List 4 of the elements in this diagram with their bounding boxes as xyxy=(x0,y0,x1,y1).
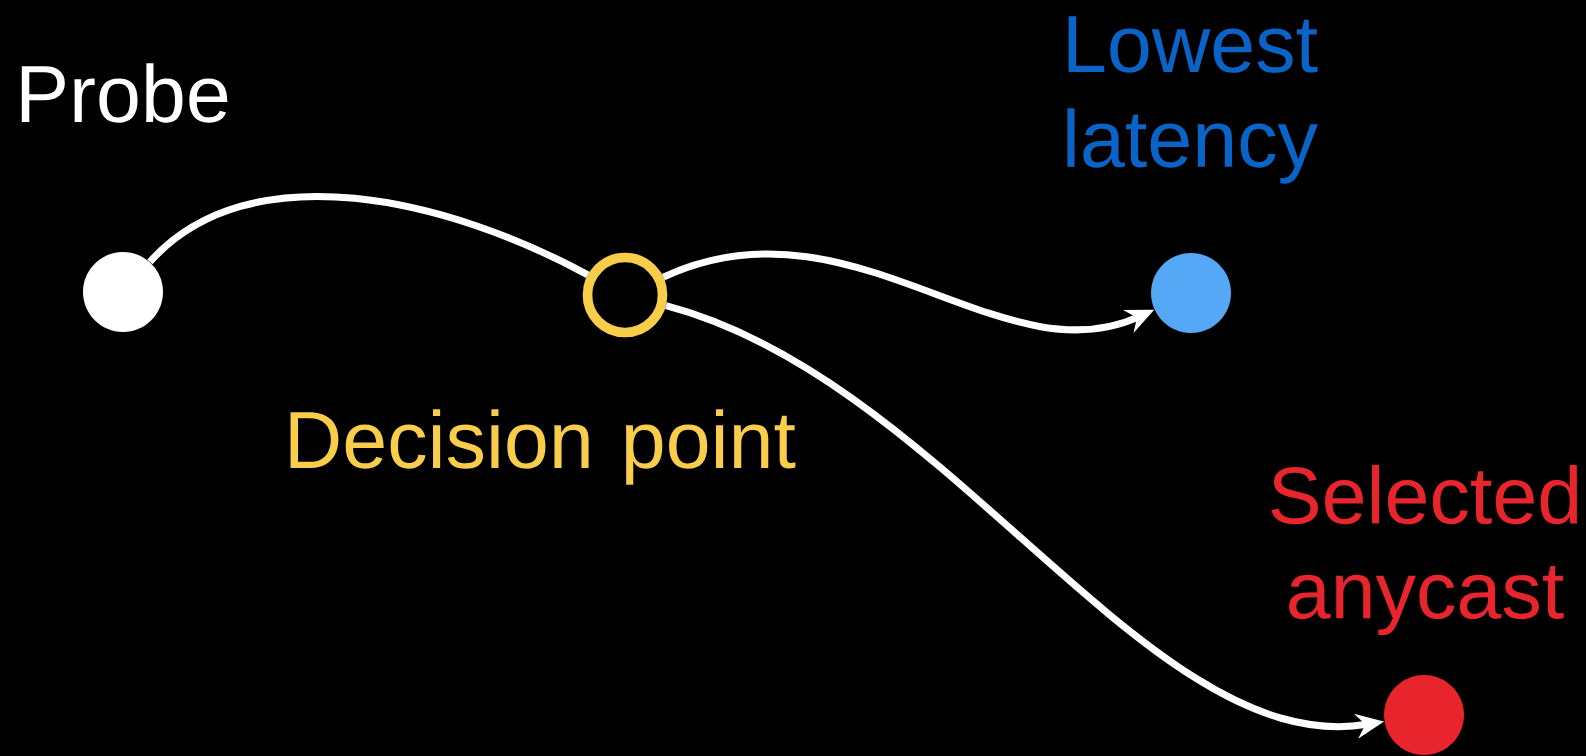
node-label: Decision point xyxy=(290,409,796,485)
node-label: Lowest latency xyxy=(1067,16,1318,184)
node-label: Probe xyxy=(21,63,228,123)
node-label: Selected anycast xyxy=(1271,464,1578,636)
